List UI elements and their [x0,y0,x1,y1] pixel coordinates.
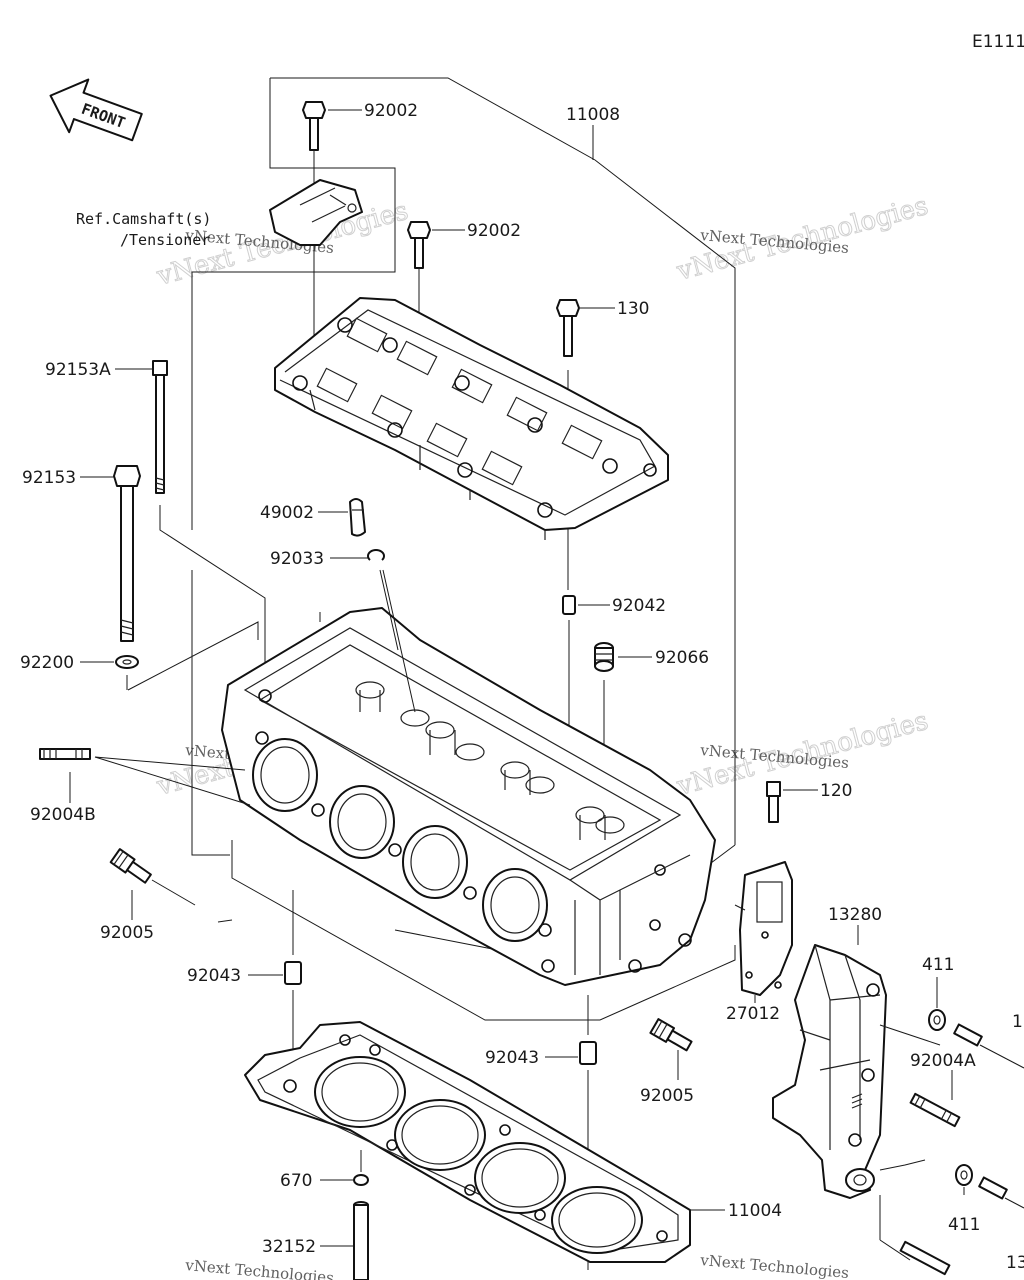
label-411-bottom: 411 [948,1215,980,1235]
camshaft-holder [274,297,669,540]
ref-note-line2: /Tensioner [120,231,210,249]
label-92004b: 92004B [30,805,96,825]
label-32152: 32152 [262,1237,316,1257]
circlip-92033 [367,549,385,561]
label-92043-left: 92043 [187,966,241,986]
label-cut-right-1: 1 [1012,1012,1023,1032]
bolt-right-upper [953,1023,1024,1069]
bolt-92153a [152,360,168,494]
diagram-id: E1111 [972,32,1024,52]
leader-lines [69,109,965,1247]
label-92002-a: 92002 [364,101,418,121]
label-92153: 92153 [22,468,76,488]
label-92200: 92200 [20,653,74,673]
fitting-92005-right [649,1018,693,1052]
dowel-92042 [562,595,576,615]
lifter-49002 [349,498,366,537]
label-92005-left: 92005 [100,923,154,943]
engine-bracket-13280 [772,944,887,1199]
label-13280: 13280 [828,905,882,925]
bolt-92153 [113,465,141,642]
stud-92004b [39,748,91,760]
label-92004a: 92004A [910,1051,976,1071]
label-92033: 92033 [270,549,324,569]
stud-92004a [909,1092,961,1128]
pipe-32152 [353,1201,369,1280]
plate-27012 [739,861,793,996]
label-411-top: 411 [922,955,954,975]
bolt-92002-a [302,101,326,340]
bolt-92002-b [407,221,431,322]
label-49002: 49002 [260,503,314,523]
washer-411-top [928,1009,946,1031]
watermark-text: vNext Technologies [699,1251,850,1280]
label-11008: 11008 [566,105,620,125]
oring-670 [353,1174,369,1186]
bolt-right-lower [978,1176,1024,1209]
part-labels: 92002 11008 92002 130 92153A 92153 49002… [20,101,1024,1273]
label-11004: 11004 [728,1201,782,1221]
label-120: 120 [820,781,852,801]
label-92153a: 92153A [45,360,111,380]
fitting-92005-left [109,848,152,884]
washer-92200 [115,655,139,669]
front-arrow-icon: FRONT [49,78,143,142]
cylinder-head [221,607,716,986]
plug-92066 [594,642,614,672]
label-92005-right: 92005 [640,1086,694,1106]
ref-note-line1: Ref.Camshaft(s) [76,210,211,228]
dowel-92043-left [284,961,302,985]
label-cut-right-13: 13 [1006,1253,1024,1273]
label-92043-right: 92043 [485,1048,539,1068]
label-92002-b: 92002 [467,221,521,241]
label-92066: 92066 [655,648,709,668]
label-92042: 92042 [612,596,666,616]
dowel-92043-right [579,1041,597,1065]
camshaft-holder-bracket [269,179,363,246]
label-670: 670 [280,1171,312,1191]
bolt-120 [766,781,781,823]
head-gasket-11004 [244,1021,691,1263]
watermark-text: vNext Technologies [184,1256,335,1280]
stud-bottom-right [899,1240,951,1276]
washer-411-bottom [955,1164,973,1186]
label-130: 130 [617,299,649,319]
bolt-130 [556,299,580,357]
label-27012: 27012 [726,1004,780,1024]
